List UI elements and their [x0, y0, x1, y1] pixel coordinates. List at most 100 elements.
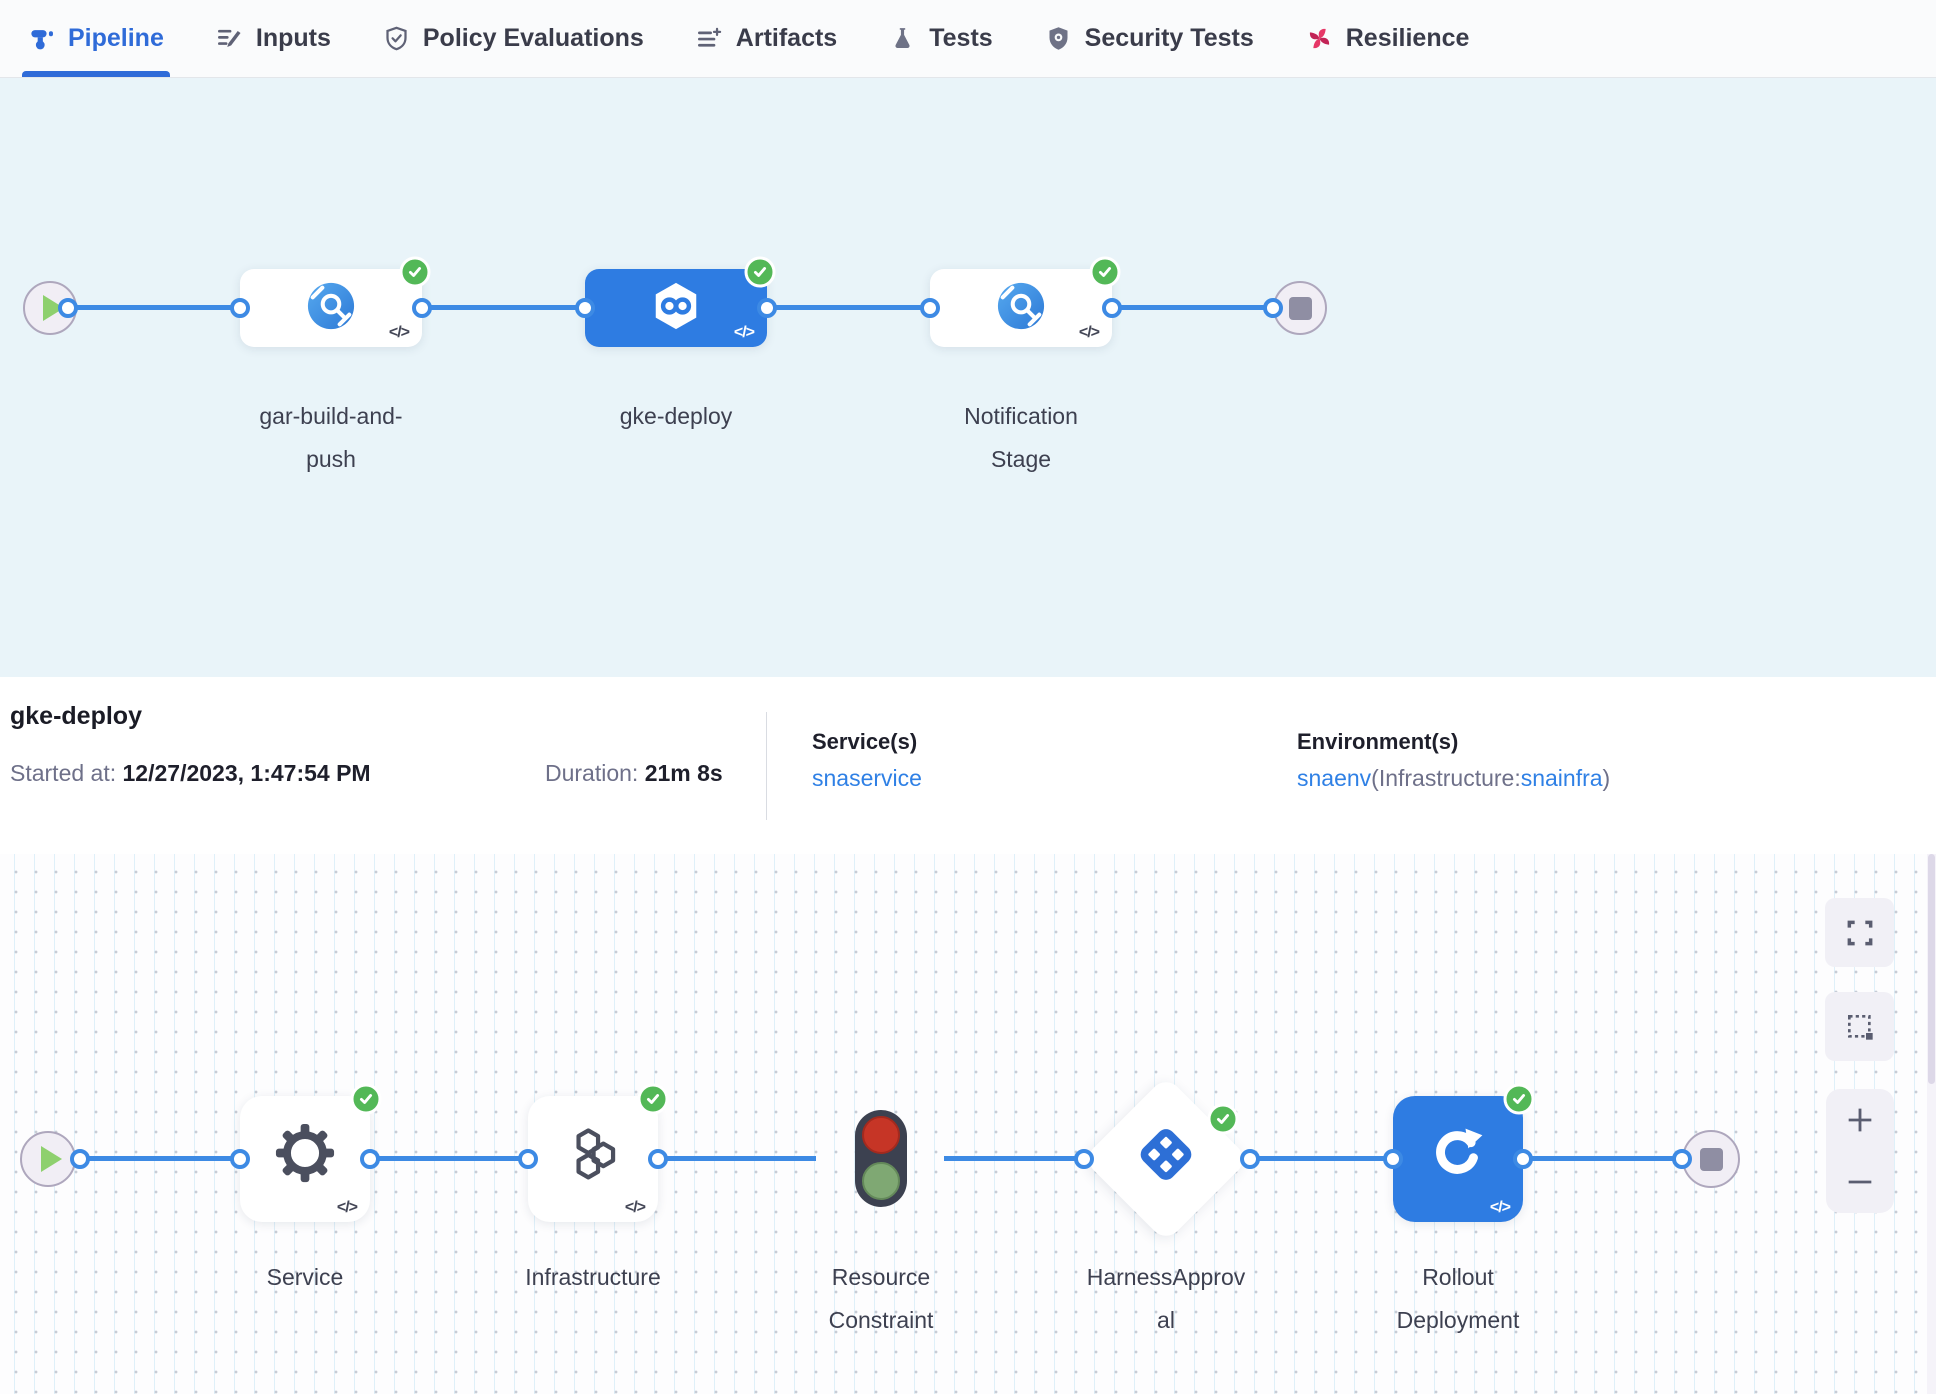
stage-card-gar-build-and-push[interactable]: </>	[240, 269, 422, 347]
success-badge	[350, 1083, 382, 1115]
tab-label: Artifacts	[735, 24, 838, 52]
stage-label: Notification Stage	[964, 403, 1078, 472]
approval-icon	[1133, 1122, 1199, 1193]
tab-label: Policy Evaluations	[422, 24, 644, 52]
infrastructure-name-link[interactable]: snainfra	[1520, 765, 1603, 791]
rollout-deployment-icon	[1428, 1123, 1488, 1188]
step-label: Infrastructure	[525, 1264, 661, 1290]
marquee-select-button[interactable]	[1825, 992, 1894, 1061]
success-badge	[744, 256, 776, 288]
step-label: Service	[266, 1264, 344, 1290]
tab-label: Security Tests	[1084, 24, 1254, 52]
service-link: snaservice	[812, 765, 922, 792]
stage-graph-canvas: </> </>	[0, 78, 1936, 677]
started-at-label: Started at:	[10, 760, 117, 786]
connector-port	[518, 1149, 538, 1169]
yaml-code-glyph: </>	[1078, 324, 1100, 341]
environment-name-link[interactable]: snaenv	[1297, 765, 1372, 791]
infrastructure-prefix: (Infrastructure:	[1371, 765, 1521, 791]
edge-line	[370, 1156, 528, 1161]
edge-line	[767, 305, 930, 310]
duration-value: 21m 8s	[644, 760, 723, 786]
tab-artifacts[interactable]: Artifacts	[696, 0, 837, 77]
yaml-code-glyph: </>	[336, 1199, 358, 1216]
connector-port	[1263, 298, 1283, 318]
start-node	[20, 1131, 76, 1187]
vertical-divider	[766, 712, 767, 820]
red-light	[862, 1116, 900, 1154]
step-card-rollout-deployment[interactable]: </>	[1393, 1096, 1523, 1222]
environment-value: snaenv(Infrastructure:snainfra)	[1297, 765, 1610, 792]
tab-label: Tests	[929, 24, 993, 52]
yaml-code-glyph: </>	[388, 324, 410, 341]
vertical-scrollbar[interactable]	[1927, 854, 1936, 1394]
edge-line	[658, 1156, 816, 1161]
stage-card-gke-deploy[interactable]: </>	[585, 269, 767, 347]
success-badge	[637, 1083, 669, 1115]
yaml-code-glyph: </>	[733, 324, 755, 341]
connector-port	[230, 1149, 250, 1169]
fullscreen-button[interactable]	[1825, 898, 1894, 967]
connector-port	[58, 298, 78, 318]
edge-line	[80, 1156, 240, 1161]
step-graph-canvas: </> </>	[0, 854, 1936, 1394]
started-at-value: 12/27/2023, 1:47:54 PM	[122, 760, 371, 786]
pipeline-icon	[28, 25, 55, 52]
connector-port	[1102, 298, 1122, 318]
shield-check-icon	[383, 25, 410, 52]
service-gear-icon	[274, 1122, 336, 1189]
services-label: Service(s)	[812, 729, 918, 754]
success-badge	[1089, 256, 1121, 288]
edge-line	[1250, 1156, 1393, 1161]
step-label: Resource Constraint	[828, 1264, 934, 1333]
ci-stage-icon	[306, 281, 356, 336]
tab-tests[interactable]: Tests	[889, 0, 993, 77]
zoom-out-button[interactable]	[1826, 1151, 1894, 1213]
connector-port	[412, 298, 432, 318]
environments-label: Environment(s)	[1297, 729, 1459, 754]
stage-label: gke-deploy	[619, 403, 733, 429]
resilience-chaos-icon	[1306, 25, 1333, 52]
edge-line	[422, 305, 585, 310]
flask-icon	[889, 25, 916, 52]
connector-port	[1383, 1149, 1403, 1169]
connector-port	[230, 298, 250, 318]
selected-stage-title: gke-deploy	[10, 702, 142, 730]
connector-port	[1672, 1149, 1692, 1169]
connector-port	[575, 298, 595, 318]
play-icon	[41, 1146, 62, 1172]
step-card-service[interactable]: </>	[240, 1096, 370, 1222]
stage-card-notification-stage[interactable]: </>	[930, 269, 1112, 347]
tab-resilience[interactable]: Resilience	[1306, 0, 1470, 77]
connector-port	[757, 298, 777, 318]
infrastructure-hexagons-icon	[563, 1123, 623, 1188]
green-light	[862, 1162, 900, 1200]
step-resource-constraint-traffic-light[interactable]	[855, 1110, 907, 1207]
success-badge	[1207, 1103, 1239, 1135]
connector-port	[1240, 1149, 1260, 1169]
connector-port	[1513, 1149, 1533, 1169]
duration: Duration: 21m 8s	[545, 760, 723, 787]
scrollbar-thumb[interactable]	[1928, 854, 1935, 1084]
edge-line	[1523, 1156, 1682, 1161]
zoom-in-button[interactable]	[1826, 1089, 1894, 1151]
stop-icon	[1699, 1147, 1723, 1171]
tab-inputs[interactable]: Inputs	[216, 0, 331, 77]
tab-label: Pipeline	[68, 24, 164, 52]
tab-policy-evaluations[interactable]: Policy Evaluations	[383, 0, 644, 77]
connector-port	[648, 1149, 668, 1169]
tab-security-tests[interactable]: Security Tests	[1045, 0, 1254, 77]
edge-line	[1112, 305, 1273, 310]
custom-stage-icon	[996, 281, 1046, 336]
tab-pipeline[interactable]: Pipeline	[22, 0, 170, 77]
service-name-link[interactable]: snaservice	[812, 765, 922, 791]
success-badge	[1503, 1083, 1535, 1115]
step-card-infrastructure[interactable]: </>	[528, 1096, 658, 1222]
tab-bar: Pipeline Inputs Policy Evaluations	[0, 0, 1936, 78]
tab-label: Resilience	[1345, 24, 1470, 52]
security-shield-icon	[1045, 25, 1072, 52]
infrastructure-suffix: )	[1602, 765, 1611, 791]
cd-stage-icon	[649, 279, 703, 338]
list-plus-icon	[696, 25, 723, 52]
